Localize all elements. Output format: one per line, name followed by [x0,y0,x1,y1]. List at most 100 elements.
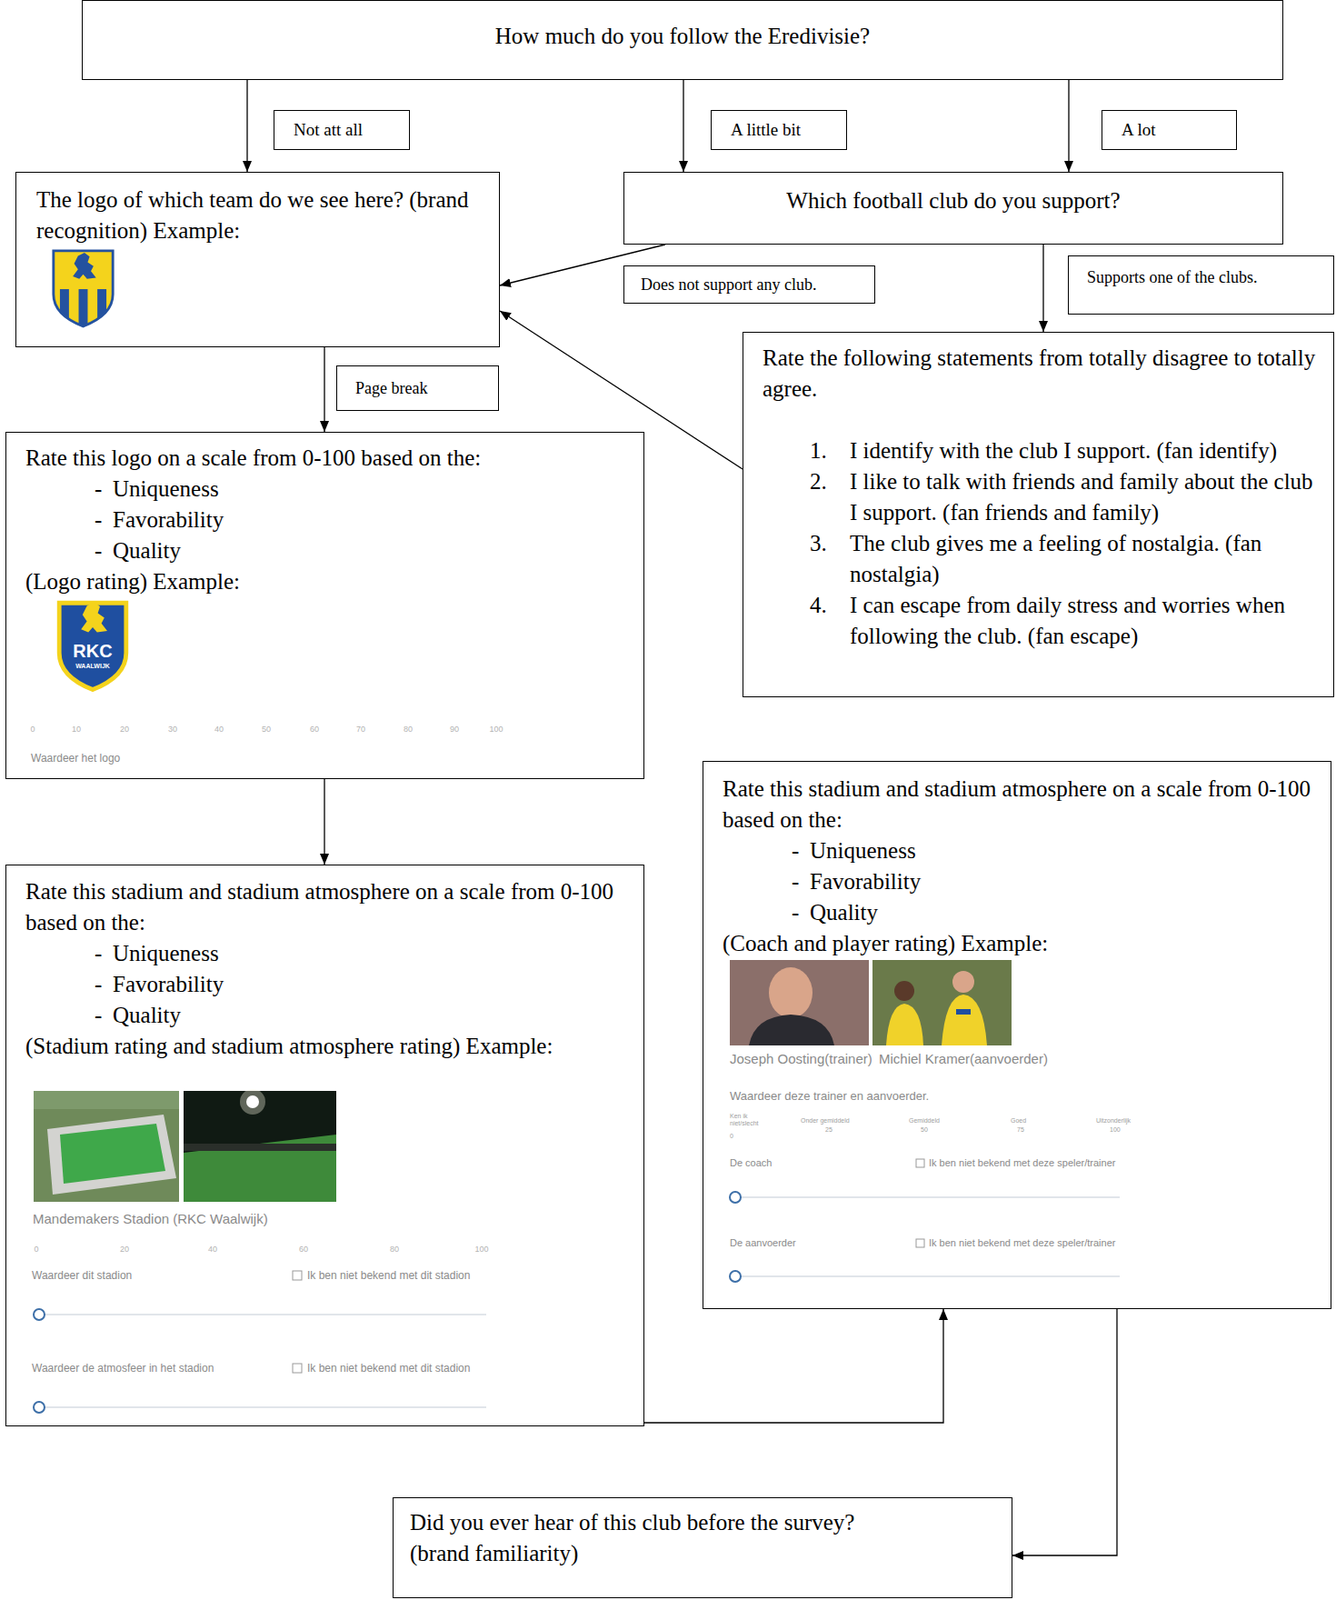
stadium-photo [183,1088,337,1202]
flow-arrow [323,347,325,432]
stadium-photo [33,1090,180,1202]
answer-tag: Does not support any club. [623,265,876,304]
screenshot-label: 20 [110,724,139,735]
screenshot-label: Onder gemiddeld [800,1116,850,1125]
screenshot-label: 60 [289,1244,318,1255]
item-text: Quality [809,897,1313,928]
flow-arrow [1042,244,1044,332]
screenshot-label: Ik ben niet bekend met deze speler/train… [928,1156,1116,1169]
node-text: A lot [1121,119,1229,141]
item-marker: - [94,937,113,969]
item-marker: 2. [809,466,850,529]
screenshot-label: Uitzonderlijk [1096,1116,1131,1125]
node-text: Not att all [293,119,402,141]
item-marker: - [94,968,113,1000]
node-heading: Rate this logo on a scale from 0-100 bas… [25,442,626,474]
question-box: Did you ever hear of this club before th… [392,1496,1013,1598]
screenshot-label: 40 [205,724,233,735]
screenshot-label: Ik ben niet bekend met dit stadion [307,1361,470,1375]
node-heading: Rate this stadium and stadium atmosphere… [25,876,626,938]
coach-photo [729,959,869,1046]
page-break-tag: Page break [336,365,499,411]
item-text: The club gives me a feeling of nostalgia… [849,528,1321,590]
item-marker: 1. [809,435,850,467]
item-text: Favorability [809,866,1313,898]
screenshot-label: Ik ben niet bekend met dit stadion [307,1268,470,1282]
numbered-row: 3.The club gives me a feeling of nostalg… [762,528,1321,590]
screenshot-label: 70 [347,724,375,735]
answer-tag: Supports one of the clubs. [1067,255,1335,315]
rating-slider [729,1158,1120,1282]
item-marker: - [94,999,113,1031]
node-text: Which football club do you support? [642,185,1265,217]
flow-arrow [246,79,248,172]
node-text: (Logo rating) Example: [25,566,626,598]
item-text: Uniqueness [112,473,626,505]
item-marker: - [94,535,113,567]
bullet-row: -Uniqueness [25,937,626,969]
screenshot-label: 50 [920,1126,928,1134]
flow-arrow [323,778,325,865]
item-marker: - [791,835,810,867]
screenshot-label: 100 [482,724,510,735]
screenshot-label: Waardeer deze trainer en aanvoerder. [729,1088,929,1104]
bullet-row: -Uniqueness [25,473,626,505]
player-photo [872,959,1012,1046]
screenshot-label: 20 [110,1244,139,1255]
screenshot-label: 0 [729,1132,734,1140]
screenshot-label: Waardeer het logo [30,751,120,765]
numbered-row: 4.I can escape from daily stress and wor… [762,589,1321,652]
screenshot-label: Ik ben niet bekend met deze speler/train… [928,1236,1116,1249]
flow-arrow [1067,79,1069,172]
item-marker: - [791,897,810,928]
screenshot-label: 40 [199,1244,227,1255]
question-box: How much do you follow the Eredivisie? [81,0,1284,80]
answer-tag: A little bit [710,109,848,150]
answer-tag: Not att all [273,109,410,150]
club-logo [50,248,116,334]
bullet-row: -Quality [25,999,626,1031]
bullet-row: -Uniqueness [722,835,1313,867]
node-text: Does not support any club. [640,274,868,296]
item-text: I like to talk with friends and family a… [849,466,1321,529]
bullet-row: -Favorability [25,968,626,1000]
item-text: I can escape from daily stress and worri… [849,589,1321,652]
screenshot-label: 0 [22,1244,50,1255]
item-text: Quality [112,535,626,567]
node-text: A little bit [730,119,839,141]
screenshot-label: 50 [252,724,280,735]
screenshot-label: Goed [1010,1116,1027,1125]
item-text: Uniqueness [112,937,626,969]
item-text: Favorability [112,968,626,1000]
node-text: Supports one of the clubs. [1086,267,1327,289]
screenshot-label: 80 [380,1244,409,1255]
screenshot-label: 100 [1109,1126,1121,1134]
node-heading: Rate this stadium and stadium atmosphere… [722,773,1313,836]
screenshot-label: Waardeer dit stadion [31,1268,132,1282]
numbered-row: 1.I identify with the club I support. (f… [762,435,1321,467]
item-marker: 4. [809,589,850,652]
item-text: I identify with the club I support. (fan… [849,435,1321,467]
screenshot-label: 75 [1016,1126,1025,1134]
club-logo [56,599,130,692]
screenshot-label: WAALWIJK [56,662,130,670]
bullet-row: -Quality [25,535,626,567]
rating-box: Rate this stadium and stadium atmosphere… [702,760,1332,1309]
rating-slider [33,1270,487,1413]
node-text: (Stadium rating and stadium atmosphere r… [25,1030,626,1062]
bullet-row: -Quality [722,897,1313,928]
question-box: Which football club do you support? [623,171,1284,245]
screenshot-label: Michiel Kramer(aanvoerder) [878,1050,1048,1067]
screenshot-label: 80 [394,724,422,735]
statement-box: Rate the following statements from total… [742,331,1335,698]
screenshot-label: Gemiddeld [908,1116,940,1125]
node-text: The logo of which team do we see here? (… [36,184,483,247]
screenshot-label: 60 [300,724,329,735]
screenshot-label: 10 [62,724,90,735]
item-text: Uniqueness [809,835,1313,867]
screenshot-label: Joseph Oosting(trainer) [729,1050,873,1067]
item-marker: 3. [809,528,850,590]
flow-arrow [499,310,743,469]
screenshot-label: Mandemakers Stadion (RKC Waalwijk) [32,1210,269,1227]
